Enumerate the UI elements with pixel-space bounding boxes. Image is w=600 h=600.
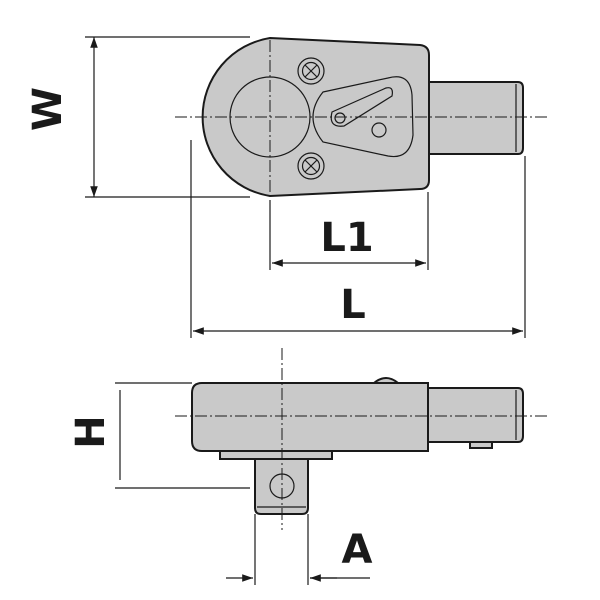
side-flange <box>219 450 333 460</box>
top-view <box>175 36 548 198</box>
screw-bottom-icon <box>297 152 325 180</box>
dimension-w: W <box>25 36 250 198</box>
side-bottom-square <box>254 458 309 515</box>
screw-top-icon <box>297 57 325 85</box>
side-view <box>175 348 548 530</box>
lever-pin <box>371 122 387 138</box>
reverse-lever <box>330 87 393 127</box>
dimension-l: L <box>190 140 526 338</box>
width-label: W <box>25 87 71 131</box>
dimension-a: A <box>226 514 373 585</box>
height-label: H <box>68 415 114 448</box>
reverse-lever-plate <box>312 76 414 158</box>
length-label: L <box>340 282 366 328</box>
side-head-body <box>191 382 429 452</box>
top-square-drive <box>427 81 524 155</box>
side-square-drive <box>427 387 524 443</box>
dimension-l1: L1 <box>269 192 429 270</box>
length1-label: L1 <box>320 215 373 261</box>
square-size-label: A <box>342 527 373 573</box>
dimension-h: H <box>68 382 250 489</box>
